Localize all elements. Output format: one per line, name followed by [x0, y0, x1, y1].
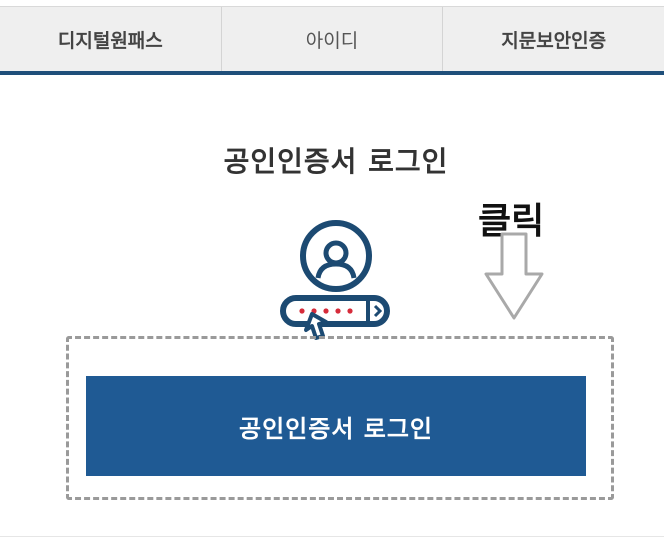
user-password-icon [280, 220, 390, 340]
divider [0, 536, 664, 537]
tab-digital-onepass[interactable]: 디지털원패스 [0, 7, 222, 71]
tab-fingerprint[interactable]: 지문보안인증 [501, 29, 607, 52]
highlight-frame [66, 336, 614, 500]
tab-id[interactable]: 아이디 [222, 7, 444, 71]
page-title: 공인인증서 로그인 [223, 145, 449, 178]
login-method-tabs: 디지털원패스 아이디 지문보안인증 [0, 6, 664, 75]
arrow-down-icon [484, 232, 544, 320]
certificate-login-button[interactable]: 공인인증서 로그인 [86, 376, 586, 476]
